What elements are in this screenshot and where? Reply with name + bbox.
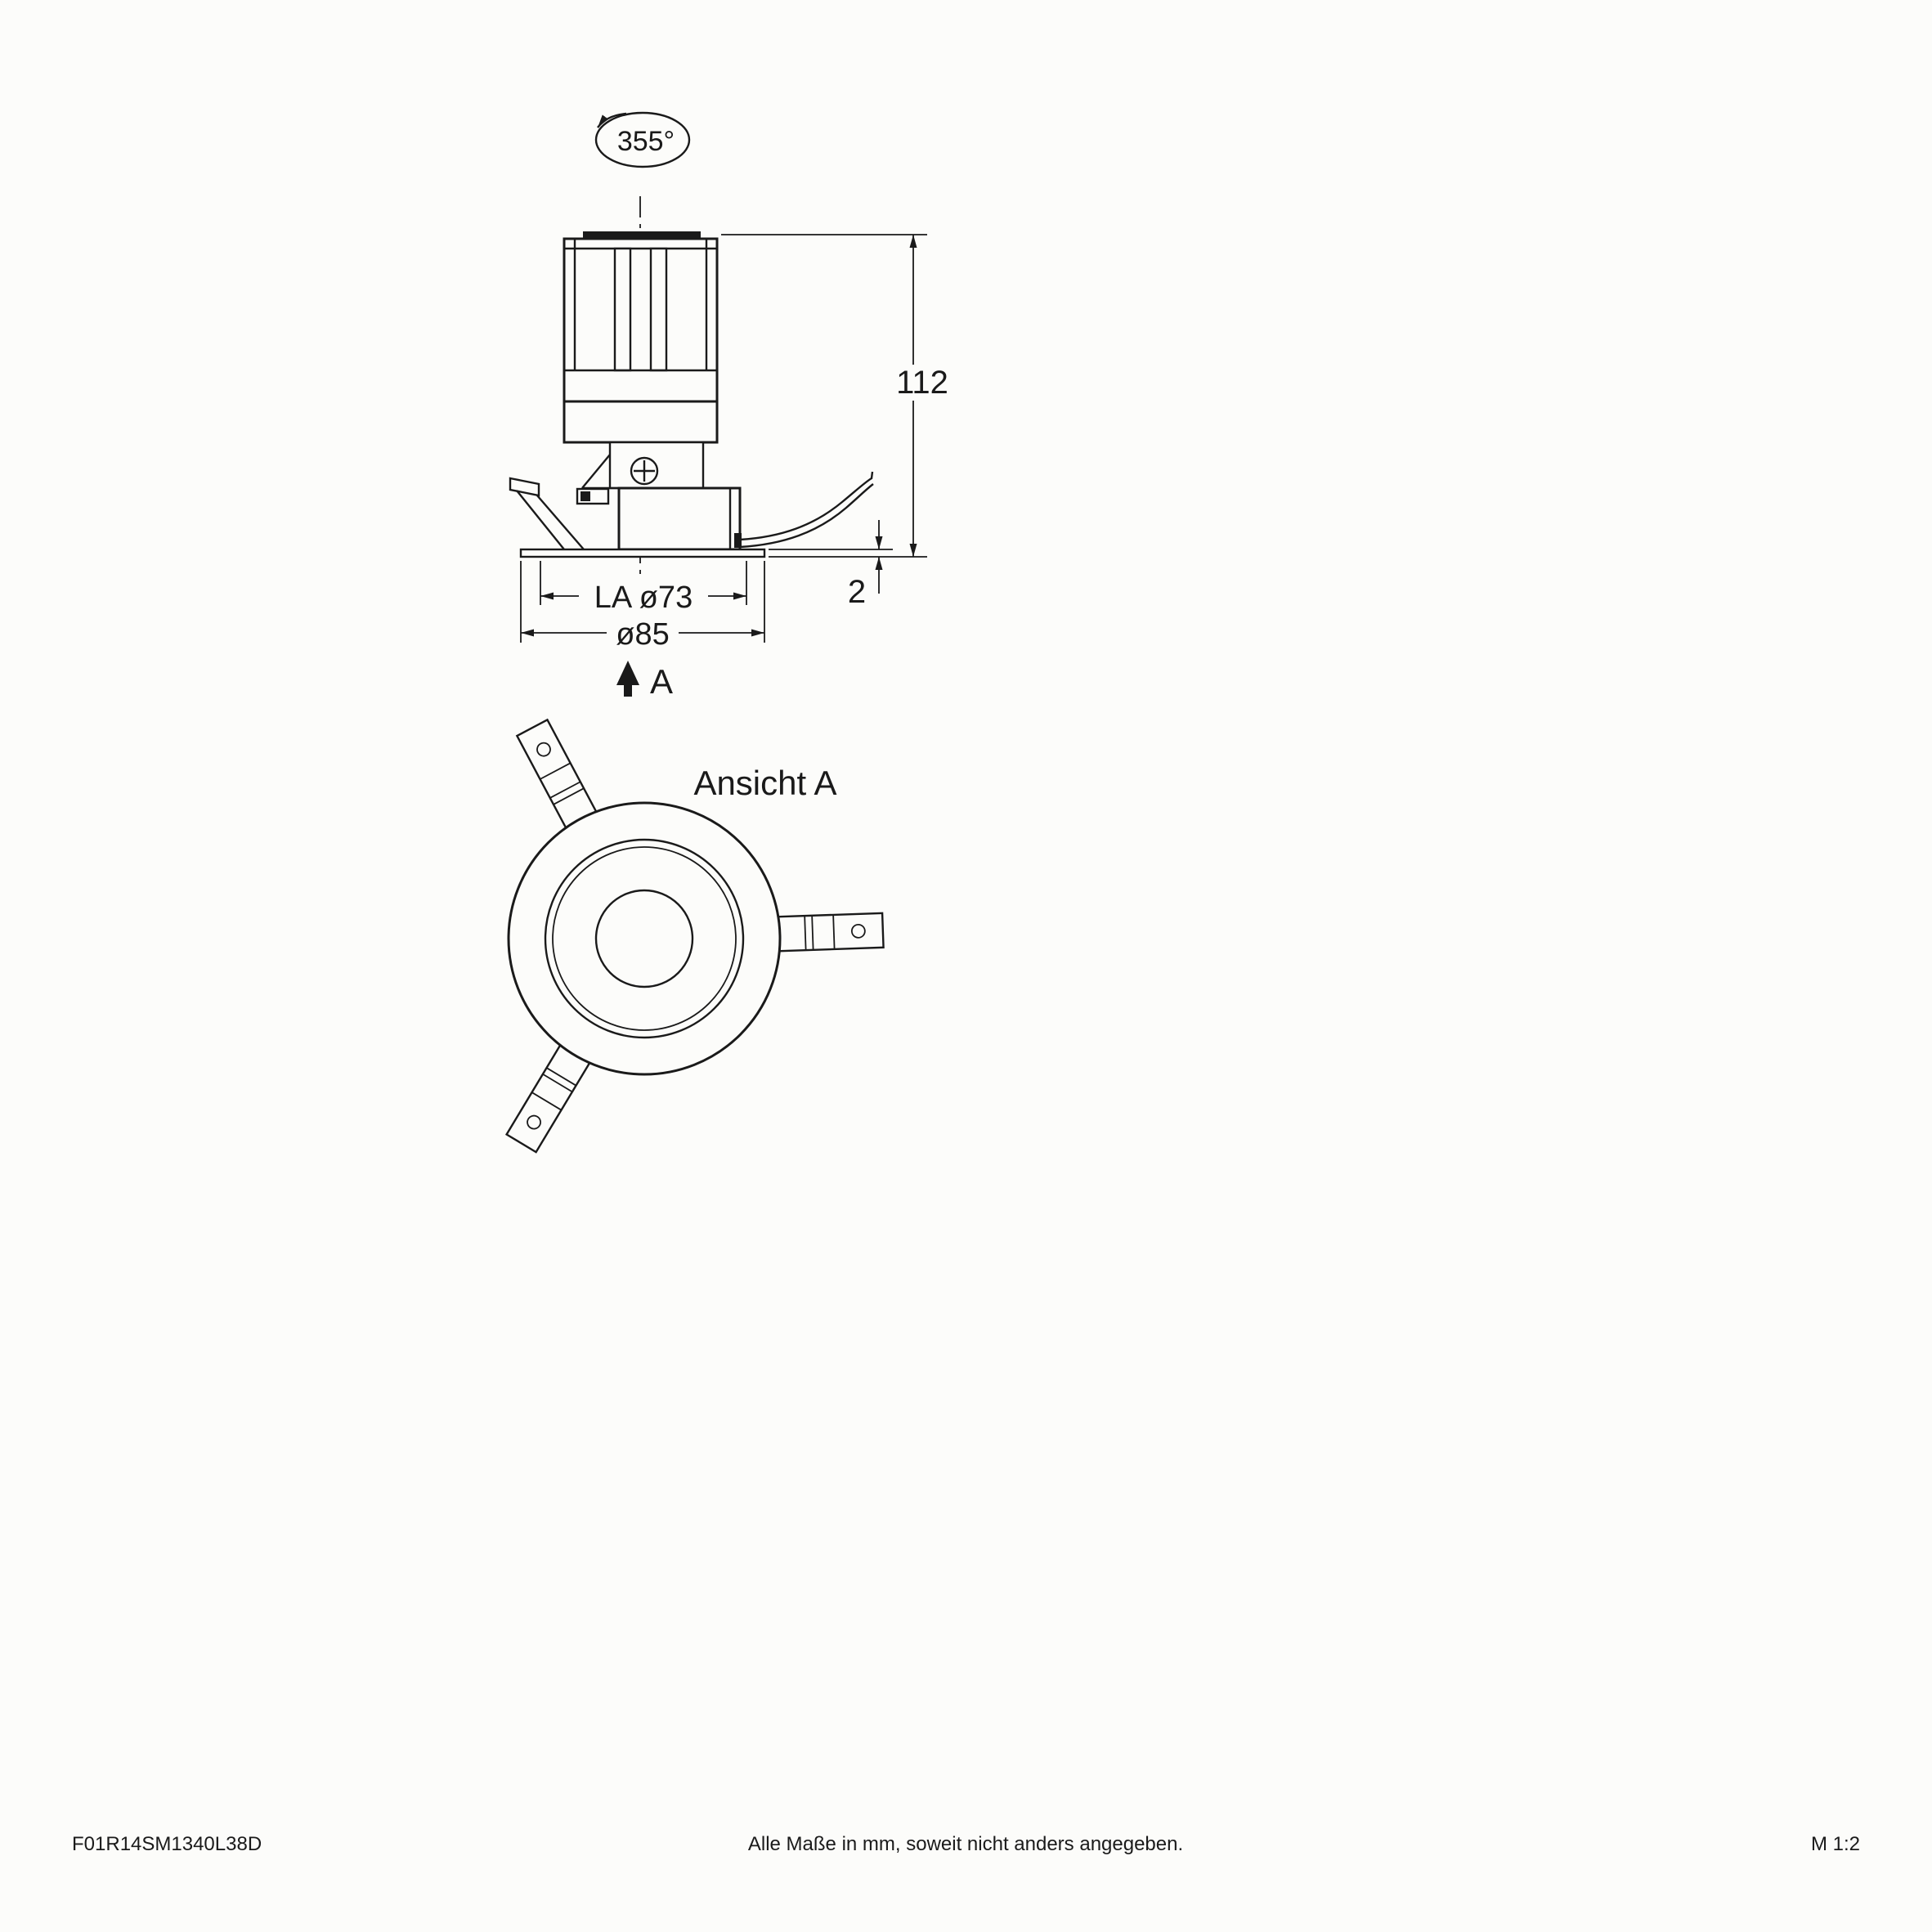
dimension-trim-thickness: 2 bbox=[769, 520, 893, 610]
footer-scale: M 1:2 bbox=[1811, 1833, 1860, 1855]
trim-inner-circle bbox=[544, 838, 745, 1039]
trim-flange bbox=[519, 548, 766, 558]
reflector-circle bbox=[552, 846, 737, 1031]
top-cap bbox=[583, 231, 701, 239]
lens-circle bbox=[594, 889, 694, 988]
rotation-arrow-icon bbox=[597, 112, 627, 128]
rotation-ellipse bbox=[594, 111, 691, 168]
driver-housing bbox=[563, 400, 719, 444]
dimension-cutout: LA ø73 bbox=[540, 561, 747, 615]
tab-hole bbox=[527, 1114, 541, 1130]
tab-hole bbox=[536, 742, 551, 757]
spring-clip-left bbox=[509, 477, 610, 550]
side-view: 355° bbox=[509, 111, 950, 701]
dimension-trim-label: 2 bbox=[848, 574, 866, 610]
view-arrow-icon bbox=[616, 661, 639, 697]
dimension-outer-label: ø85 bbox=[616, 617, 669, 652]
footer-article-number: F01R14SM1340L38D bbox=[72, 1833, 262, 1855]
footer-note: Alle Maße in mm, soweit nicht anders ang… bbox=[748, 1833, 1183, 1855]
view-marker-label: A bbox=[650, 662, 673, 701]
footer: F01R14SM1340L38D Alle Maße in mm, soweit… bbox=[72, 1833, 1860, 1855]
view-direction-marker: A bbox=[616, 661, 673, 701]
rotation-indicator: 355° bbox=[594, 111, 691, 168]
bottom-view-title: Ansicht A bbox=[693, 764, 836, 802]
dimension-cutout-label: LA ø73 bbox=[594, 580, 693, 615]
rotation-angle-label: 355° bbox=[617, 126, 675, 157]
heatsink-outline bbox=[563, 237, 719, 403]
recessed-housing bbox=[617, 486, 742, 551]
dimension-outer: ø85 bbox=[520, 561, 765, 652]
heatsink-slot-left bbox=[613, 247, 632, 372]
dimension-height-label: 112 bbox=[896, 365, 948, 401]
heatsink-slot-right bbox=[649, 247, 668, 372]
fixing-screw bbox=[630, 456, 659, 486]
trim-outer-circle bbox=[507, 801, 782, 1076]
luminaire-body bbox=[509, 231, 874, 558]
mounting-tab-right bbox=[764, 912, 885, 953]
spring-wire-right bbox=[734, 471, 874, 549]
dimension-height: 112 bbox=[721, 234, 950, 558]
bottom-view: Ansicht A bbox=[504, 718, 885, 1154]
tab-hole bbox=[850, 923, 866, 939]
